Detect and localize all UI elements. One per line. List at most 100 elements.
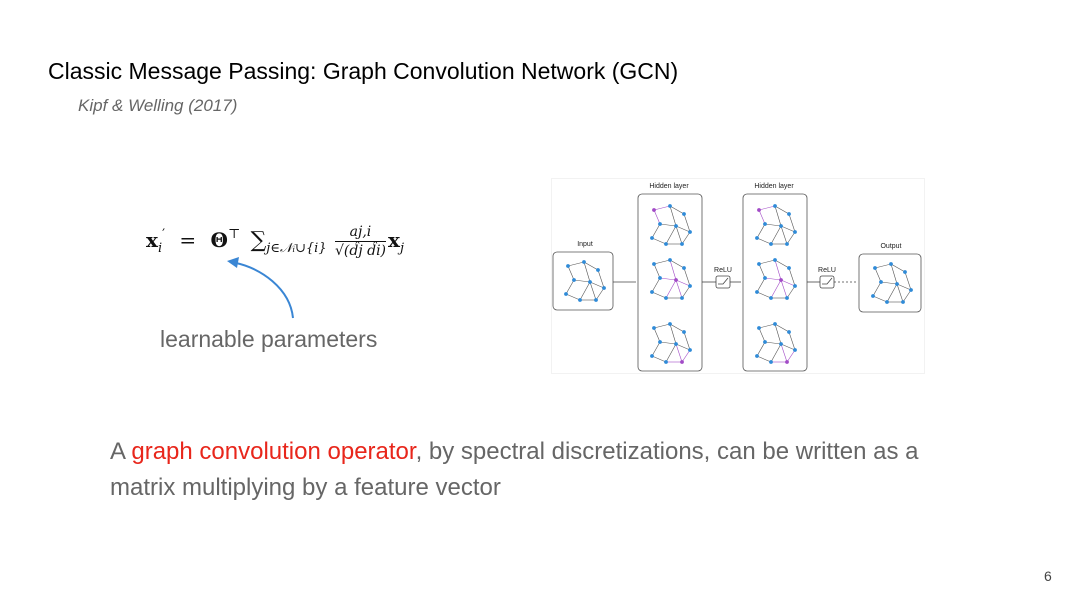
hidden2-graph-bottom-edge-2 (758, 327, 766, 343)
hidden2-graph-top-node-6 (755, 236, 759, 240)
output-graph-edge-1 (890, 263, 906, 273)
input-graph-edge-2 (567, 265, 575, 281)
hidden2-graph-mid-edge-1 (774, 259, 790, 269)
hidden1-graph-top (650, 204, 692, 246)
hidden1-graph-top-edge-3 (659, 223, 677, 227)
hidden1-graph-mid-node-7 (664, 296, 668, 300)
hidden1-graph-mid-node-3 (658, 276, 662, 280)
hidden1-graph-mid-edge-2 (653, 263, 661, 279)
hidden2-graph-bottom (755, 322, 797, 364)
input-graph-edge-7 (565, 279, 575, 295)
hidden2-graph-mid-edge-6 (780, 279, 796, 287)
hidden2-graph-top-edge-6 (780, 225, 796, 233)
input-graph (564, 260, 606, 302)
hidden2-graph-bottom-edge-9 (770, 343, 782, 363)
input-graph-node-2 (596, 268, 600, 272)
input-graph-node-4 (588, 280, 592, 284)
hidden1-graph-bottom-edge-2 (653, 327, 661, 343)
hidden1-graph-bottom-node-0 (652, 326, 656, 330)
body-suffix: , by spectral discretizations, can be wr… (110, 438, 919, 501)
hidden2-graph-bottom-edge-5 (788, 331, 796, 351)
formula-frac-num: aj,i (334, 224, 387, 242)
input-graph-edge-4 (583, 261, 591, 283)
hidden1-graph-mid-node-0 (652, 262, 656, 266)
slide-title: Classic Message Passing: Graph Convoluti… (48, 58, 679, 84)
hidden2-graph-mid-edge-9 (770, 279, 782, 299)
hidden2-graph-mid-node-1 (773, 258, 777, 262)
relu-box-1 (715, 275, 731, 289)
hidden-layer-label-2: Hidden layer (754, 183, 794, 190)
hidden2-graph-top-edge-5 (788, 213, 796, 233)
hidden2-graph-top-node-3 (763, 222, 767, 226)
hidden2-graph-mid (755, 258, 797, 300)
formula-rhs: x (388, 228, 400, 252)
input-graph-node-3 (572, 278, 576, 282)
hidden1-graph-mid-edge-12 (675, 279, 683, 299)
slide-subtitle: Kipf & Welling (2017) (78, 96, 238, 115)
hidden1-graph-bottom-edge-1 (669, 323, 685, 333)
hidden2-graph-mid-node-2 (787, 266, 791, 270)
hidden1-graph-bottom-node-3 (658, 340, 662, 344)
hidden2-graph-bottom-node-6 (755, 354, 759, 358)
input-graph-edge-3 (573, 279, 591, 283)
hidden2-graph-mid-edge-2 (758, 263, 766, 279)
hidden1-graph-bottom-edge-4 (669, 323, 677, 345)
formula-rhs-sub: j (399, 241, 404, 256)
hidden1-graph-top-edge-0 (653, 205, 671, 211)
hidden2-graph-mid-node-8 (785, 296, 789, 300)
hidden2-graph-top-node-8 (785, 242, 789, 246)
hidden1-graph-top-node-4 (674, 224, 678, 228)
relu-label-1: ReLU (714, 267, 732, 274)
hidden1-graph-top-edge-12 (675, 225, 683, 245)
hidden1-graph-mid-edge-11 (681, 285, 691, 299)
hidden2-graph-mid-edge-3 (764, 277, 782, 281)
hidden2-graph-bottom-edge-4 (774, 323, 782, 345)
input-graph-edge-0 (567, 261, 585, 267)
hidden1-graph-bottom-edge-3 (659, 341, 677, 345)
output-graph-edge-4 (890, 263, 898, 285)
hidden1-graph-mid-edge-6 (675, 279, 691, 287)
hidden2-graph-bottom-node-0 (757, 326, 761, 330)
hidden2-graph-mid-edge-11 (786, 285, 796, 299)
hidden1-graph-top-node-3 (658, 222, 662, 226)
formula-sum-sub: j∈𝒩ᵢ∪{i} (266, 241, 327, 256)
hidden1-graph-mid-edge-8 (651, 291, 667, 299)
hidden1-graph-bottom-edge-9 (665, 343, 677, 363)
hidden1-graph-top-node-0 (652, 208, 656, 212)
hidden2-graph-mid-node-6 (755, 290, 759, 294)
input-graph-edge-9 (579, 281, 591, 301)
hidden2-graph-mid-node-7 (769, 296, 773, 300)
hidden1-graph-bottom-node-8 (680, 360, 684, 364)
hidden2-graph-mid-edge-5 (788, 267, 796, 287)
hidden2-graph-bottom-edge-6 (780, 343, 796, 351)
output-graph-node-3 (879, 280, 883, 284)
hidden2-graph-mid-node-0 (757, 262, 761, 266)
input-graph-edge-5 (597, 269, 605, 289)
input-graph-edge-12 (589, 281, 597, 301)
hidden1-graph-top-edge-1 (669, 205, 685, 215)
body-text: A graph convolution operator, by spectra… (110, 434, 970, 506)
hidden1-graph-bottom (650, 322, 692, 364)
output-graph-node-1 (889, 262, 893, 266)
hidden2-graph-bottom-edge-8 (756, 355, 772, 363)
output-graph-edge-11 (902, 289, 912, 303)
input-graph-node-7 (578, 298, 582, 302)
hidden2-graph-top-node-1 (773, 204, 777, 208)
hidden1-graph-bottom-edge-5 (683, 331, 691, 351)
input-graph-node-5 (602, 286, 606, 290)
hidden1-graph-mid-edge-9 (665, 279, 677, 299)
hidden1-graph-bottom-edge-6 (675, 343, 691, 351)
hidden1-graph-mid-edge-1 (669, 259, 685, 269)
output-graph-edge-8 (872, 295, 888, 303)
hidden1-graph-bottom-edge-0 (653, 323, 671, 329)
output-graph-edge-6 (896, 283, 912, 291)
hidden2-graph-mid-edge-12 (780, 279, 788, 299)
input-graph-node-6 (564, 292, 568, 296)
hidden1-graph-bottom-node-5 (688, 348, 692, 352)
hidden1-graph-top-node-8 (680, 242, 684, 246)
hidden2-graph-mid-edge-4 (774, 259, 782, 281)
hidden2-graph-top-edge-12 (780, 225, 788, 245)
hidden2-graph-bottom-node-7 (769, 360, 773, 364)
formula-lhs-prime: ′ (162, 227, 166, 242)
hidden-box-1 (637, 193, 703, 372)
